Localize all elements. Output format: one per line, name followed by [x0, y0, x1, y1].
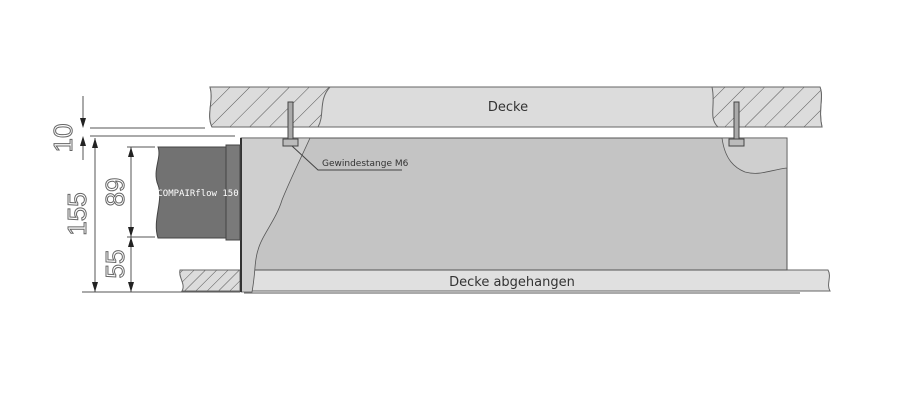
nut-icon	[282, 138, 299, 147]
dim-bottom-offset: 55	[100, 250, 130, 279]
threaded-rod-right	[728, 101, 745, 147]
dim-duct-height: 89	[100, 178, 130, 207]
suspended-ceiling-hatch	[179, 269, 241, 292]
dim-total-height: 155	[62, 192, 92, 235]
dimension-arrows	[80, 118, 134, 292]
ceiling-hatch-left	[209, 86, 332, 128]
dim-gap: 10	[48, 124, 78, 153]
threaded-rod-left	[282, 101, 299, 147]
dimension-lines	[82, 96, 240, 293]
rod-callout: Gewindestange M6	[291, 145, 409, 171]
dimension-labels: 10 155 89 55	[48, 123, 131, 279]
duct: COMPAIRflow 150	[155, 144, 241, 241]
cutaway-left	[240, 137, 311, 293]
ventilation-box	[240, 137, 788, 293]
cutaway-right	[721, 137, 788, 174]
ceiling-hatch-right	[711, 86, 823, 128]
ceiling-slab: Decke	[209, 86, 823, 128]
suspended-ceiling-label: Decke abgehangen	[449, 275, 575, 290]
nut-icon	[728, 138, 745, 147]
rod-label: Gewindestange M6	[322, 159, 409, 169]
ceiling-label: Decke	[488, 100, 528, 115]
suspended-ceiling: Decke abgehangen	[179, 269, 831, 294]
duct-label: COMPAIRflow 150	[157, 189, 238, 199]
